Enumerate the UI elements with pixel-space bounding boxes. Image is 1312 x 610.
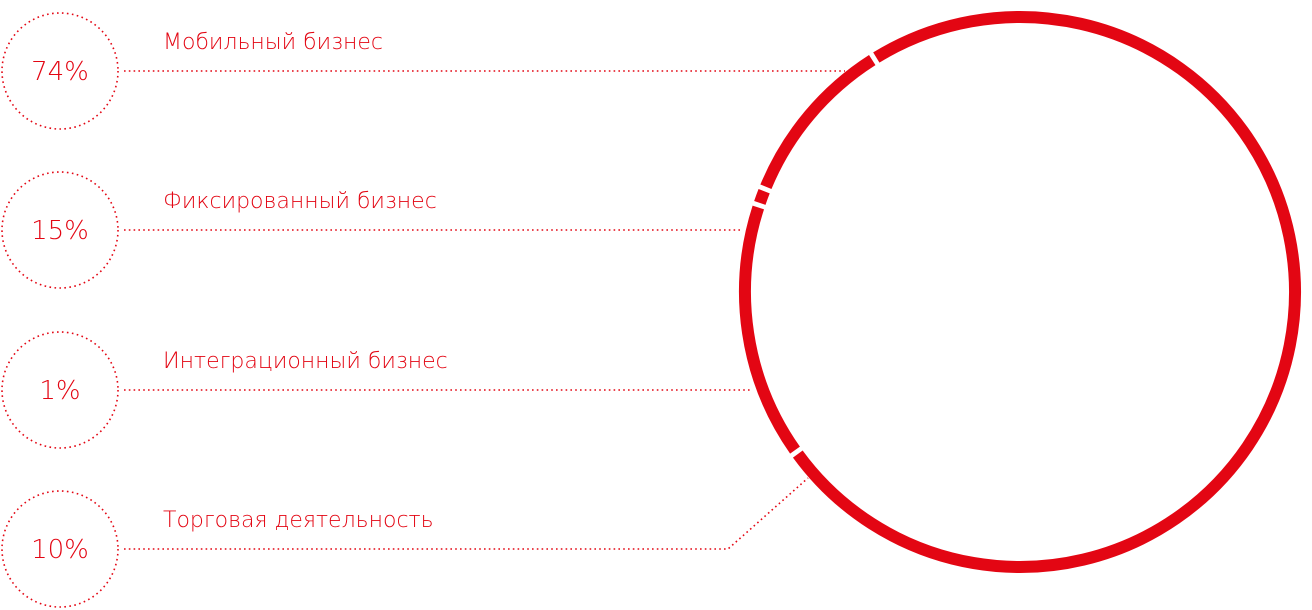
ring-segment-2 (739, 205, 800, 454)
percent-label: 15% (31, 216, 89, 246)
ring-chart (739, 10, 1301, 573)
category-label: Торговая деятельность (163, 508, 434, 533)
ring-segment-1 (792, 10, 1301, 573)
ring-segment-4 (760, 55, 876, 190)
legend: 74% Мобильный бизнес 15% Фиксированный бизн… (1, 12, 845, 608)
percent-label: 74% (31, 57, 89, 87)
percent-badge-circle (1, 171, 119, 289)
category-label: Фиксированный бизнес (163, 189, 437, 214)
category-label: Мобильный бизнес (163, 30, 383, 55)
percent-label: 1% (39, 376, 80, 406)
percent-badge-circle (1, 490, 119, 608)
percent-badge-circle (1, 12, 119, 130)
ring-segment-3 (754, 189, 770, 205)
category-label: Интеграционный бизнес (163, 349, 448, 374)
percent-badge-circle (1, 331, 119, 449)
percent-label: 10% (31, 535, 89, 565)
